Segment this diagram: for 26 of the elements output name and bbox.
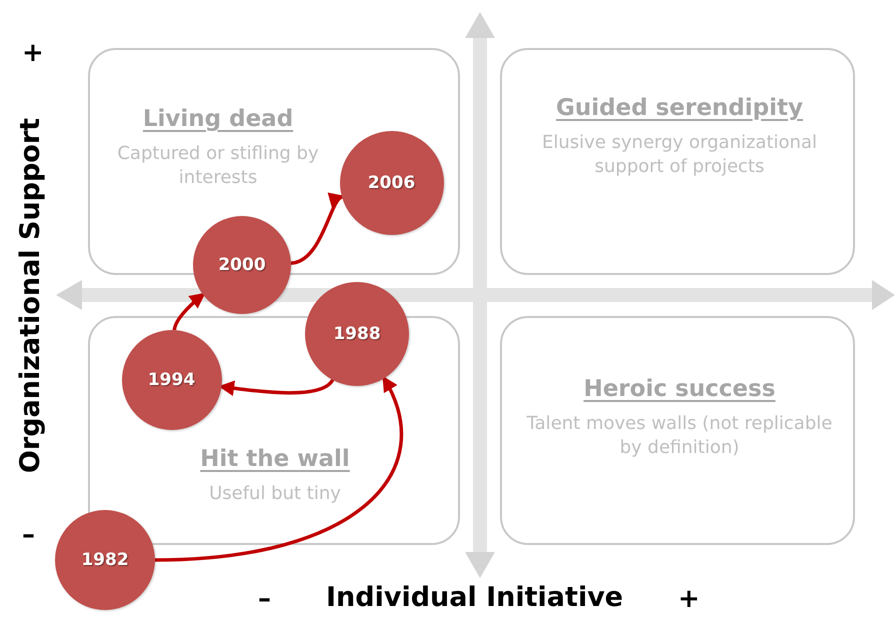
year-label: 2000 [218, 255, 266, 275]
axis-title: Individual Initiative [326, 582, 624, 613]
arrow [154, 376, 403, 562]
year-label: 2006 [368, 172, 416, 192]
year-label: 1982 [81, 550, 129, 570]
axis-plus-sign: + [22, 38, 44, 68]
quadrant-description: Captured or stifling by interests [116, 142, 320, 190]
quadrant-title: Guided serendipity [556, 95, 803, 121]
axis-plus-sign: + [678, 584, 700, 614]
quadrant-title: Living dead [142, 106, 294, 132]
quadrant-card [88, 48, 460, 275]
quadrant-description: Talent moves walls (not replicable by definition) [526, 412, 834, 460]
year-label: 1988 [333, 324, 381, 344]
quadrant-description: Elusive synergy organizational support of projects [541, 131, 818, 180]
quadrant-description: Useful but tiny [208, 482, 342, 506]
axis-minus-sign: – [258, 584, 271, 614]
quadrant-title: Hit the wall [200, 446, 350, 472]
quadrant-title: Heroic success [584, 376, 776, 402]
axis-minus-sign: – [22, 520, 35, 550]
arrow [290, 194, 344, 265]
arrow [172, 292, 206, 330]
quadrant-card [88, 316, 460, 545]
year-label: 1994 [148, 370, 196, 390]
quadrant-card [500, 48, 855, 275]
quadrant-card [500, 316, 855, 545]
axis-title: Organizational Support [14, 117, 46, 473]
